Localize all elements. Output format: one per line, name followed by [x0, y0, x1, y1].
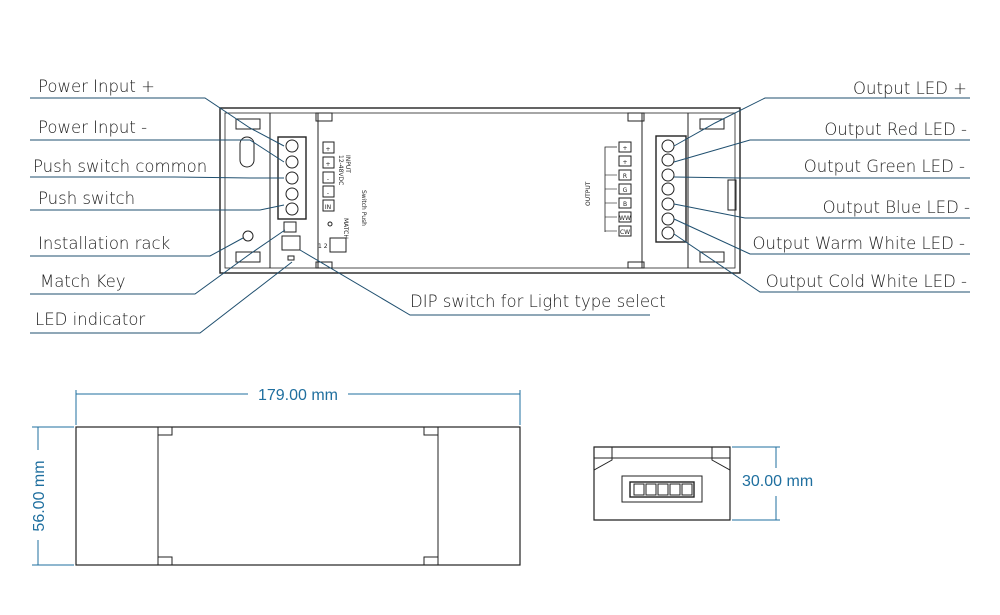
- label-power-input-minus: Power Input -: [38, 118, 147, 137]
- svg-text:Switch Push: Switch Push: [360, 190, 367, 226]
- svg-text:WW: WW: [619, 215, 631, 222]
- label-output-cold-white: Output Cold White LED -: [766, 272, 967, 291]
- label-output-red: Output Red LED -: [824, 120, 967, 139]
- led-indicator: [287, 255, 295, 261]
- dip-switch-2: [281, 235, 301, 251]
- svg-text:MATCH: MATCH: [342, 218, 349, 239]
- dimension-top-view: 179.00 mm 56.00 mm: [31, 387, 521, 566]
- svg-text:G: G: [623, 187, 628, 194]
- svg-text:INPUT: INPUT: [344, 155, 351, 173]
- dimension-length: 179.00 mm: [258, 387, 338, 404]
- label-dip-switch: DIP switch for Light type select: [410, 292, 666, 311]
- label-output-green: Output Green LED -: [804, 157, 965, 176]
- label-push-switch: Push switch: [38, 189, 135, 208]
- svg-text:1 2: 1 2: [318, 243, 328, 250]
- output-pin-labels: + + R G B WW CW: [618, 141, 632, 237]
- dip-switch: [329, 237, 347, 253]
- right-callout-lines: [673, 97, 970, 293]
- svg-text:+: +: [622, 145, 627, 152]
- label-installation-rack: Installation rack: [38, 234, 171, 253]
- label-led-indicator: LED indicator: [35, 310, 145, 329]
- left-callout-lines: [30, 97, 650, 334]
- installation-rack-hole: [242, 230, 254, 242]
- label-power-input-plus: Power Input +: [38, 77, 155, 96]
- label-output-led-plus: Output LED +: [853, 79, 967, 98]
- svg-text:12-48VDC: 12-48VDC: [337, 155, 344, 185]
- controller-top-view: + + - - IN INPUT 12-48VDC Switch Push MA…: [219, 107, 741, 274]
- svg-text:IN: IN: [325, 204, 331, 211]
- side-terminal-block: [629, 481, 695, 498]
- svg-text:+: +: [325, 161, 330, 168]
- dimension-side-view: 30.00 mm: [593, 446, 813, 521]
- dimension-width: 56.00 mm: [31, 460, 48, 531]
- svg-text:-: -: [327, 176, 329, 183]
- output-terminal-block: [655, 135, 687, 243]
- match-key: [283, 221, 297, 233]
- label-output-blue: Output Blue LED -: [823, 198, 970, 217]
- svg-text:B: B: [623, 201, 627, 208]
- svg-text:R: R: [623, 173, 627, 180]
- label-match-key: Match Key: [40, 272, 126, 291]
- svg-text:-: -: [327, 190, 329, 197]
- dimension-height: 30.00 mm: [742, 473, 813, 490]
- svg-text:+: +: [325, 146, 330, 153]
- label-output-warm-white: Output Warm White LED -: [753, 234, 966, 253]
- svg-text:+: +: [622, 159, 627, 166]
- svg-text:CW: CW: [620, 229, 630, 236]
- svg-text:OUTPUT: OUTPUT: [585, 181, 592, 206]
- label-push-switch-common: Push switch common: [33, 157, 207, 176]
